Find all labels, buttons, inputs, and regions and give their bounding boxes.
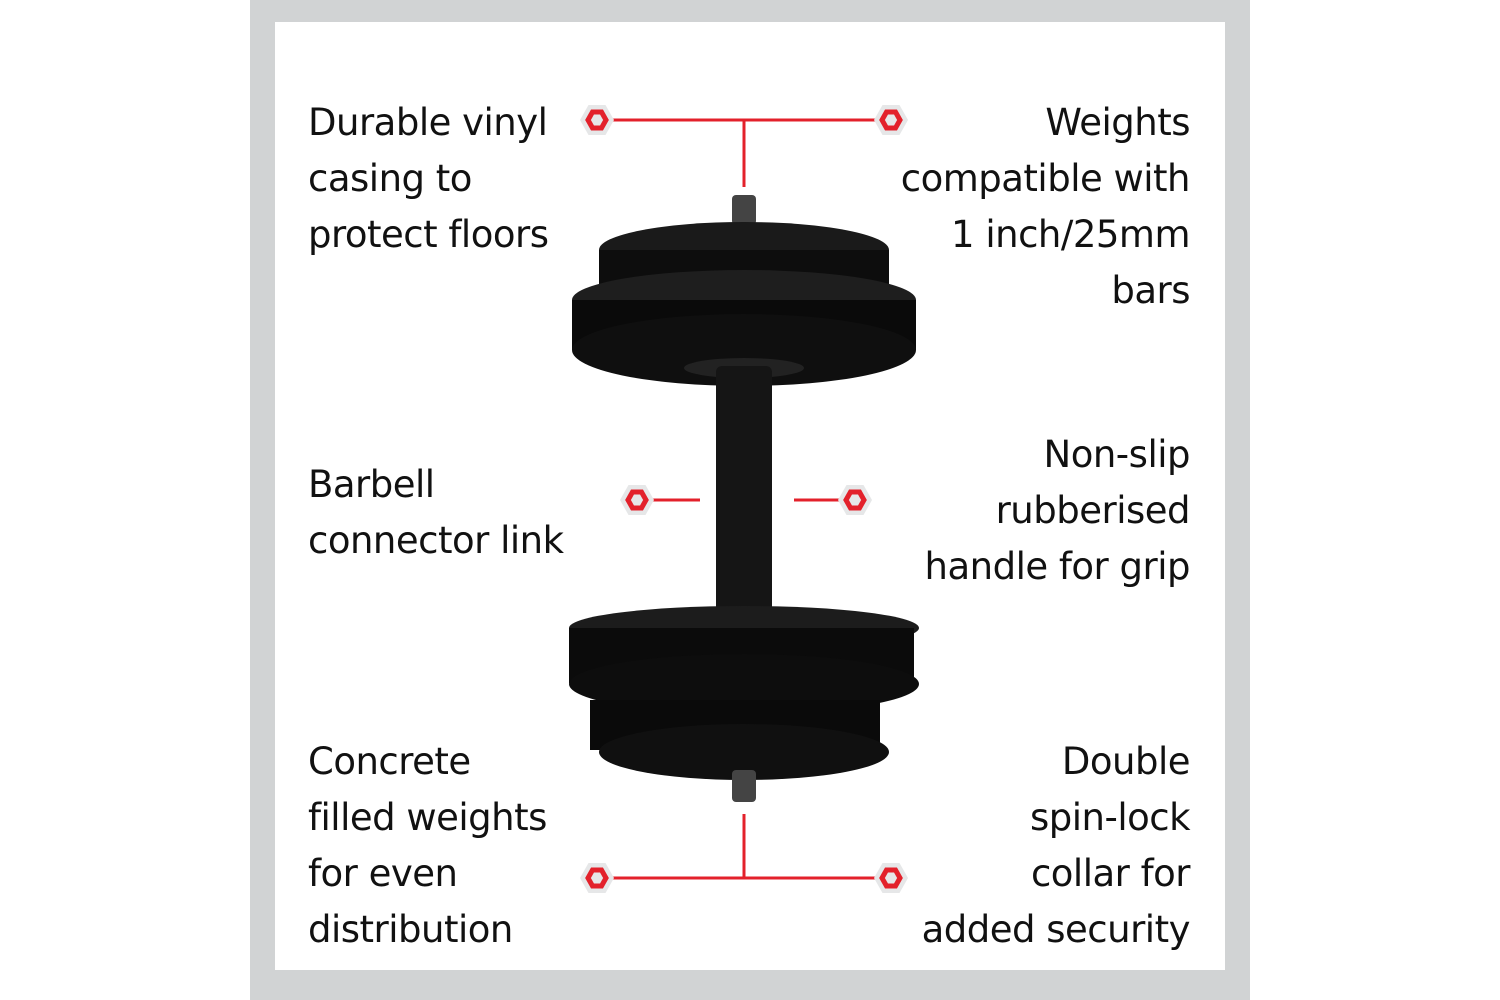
feature-vinyl-casing: Durable vinyl casing to protect floors — [308, 95, 549, 263]
feature-line: distribution — [308, 908, 513, 951]
feature-line: spin-lock — [1029, 796, 1191, 839]
hex-marker-icon — [838, 485, 872, 515]
feature-line: Weights — [1045, 101, 1190, 144]
feature-line: 1 inch/25mm — [951, 213, 1190, 256]
feature-line: added security — [921, 908, 1191, 951]
feature-line: Double — [1061, 740, 1191, 783]
hex-marker-icon — [620, 485, 654, 515]
hex-marker-icon — [580, 863, 614, 893]
feature-line: Durable vinyl — [308, 101, 548, 144]
hex-marker-icon — [580, 105, 614, 135]
callout-lines-top — [612, 118, 876, 880]
feature-line: compatible with — [900, 157, 1191, 200]
feature-line: casing to — [308, 157, 472, 200]
feature-line: for even — [308, 852, 458, 895]
feature-line: bars — [1111, 269, 1190, 312]
feature-line: handle for grip — [924, 545, 1191, 588]
feature-line: connector link — [308, 519, 564, 562]
feature-line: collar for — [1030, 852, 1191, 895]
feature-line: Concrete — [308, 740, 471, 783]
dumbbell-bottom-plates — [569, 606, 919, 802]
feature-line: filled weights — [308, 796, 547, 839]
feature-spin-lock-collar: Double spin-lock collar for added securi… — [921, 734, 1191, 958]
dumbbell-handle — [716, 366, 772, 626]
feature-concrete-weights: Concrete filled weights for even distrib… — [308, 734, 547, 958]
feature-line: Barbell — [308, 463, 435, 506]
feature-line: Non-slip — [1043, 433, 1191, 476]
feature-line: protect floors — [308, 213, 549, 256]
feature-line: rubberised — [995, 489, 1191, 532]
feature-non-slip-handle: Non-slip rubberised handle for grip — [924, 427, 1191, 595]
hex-marker-icon — [874, 863, 908, 893]
dumbbell-top-plates — [572, 195, 916, 386]
feature-bar-compatibility: Weights compatible with 1 inch/25mm bars — [900, 95, 1191, 319]
feature-connector-link: Barbell connector link — [308, 457, 564, 569]
